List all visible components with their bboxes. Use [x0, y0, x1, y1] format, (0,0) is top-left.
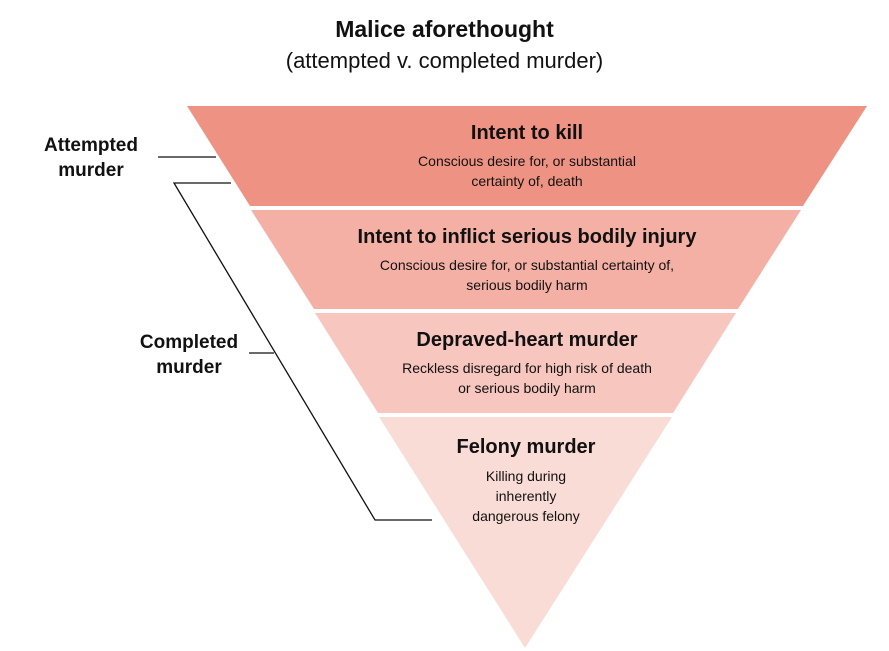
- tier-band-intent-to-kill: [187, 106, 867, 206]
- tier-title-serious-bodily-injury: Intent to inflict serious bodily injury: [357, 226, 697, 248]
- tier-desc-depraved-heart: Reckless disregard for high risk of deat…: [402, 360, 652, 396]
- tier-desc-serious-bodily-injury: Conscious desire for, or substantial cer…: [379, 257, 675, 293]
- diagram-title: Malice aforethought: [335, 16, 554, 42]
- tier-band-depraved-heart: [315, 313, 736, 413]
- diagram-subtitle: (attempted v. completed murder): [285, 48, 604, 73]
- tier-title-felony-murder: Felony murder: [456, 436, 596, 458]
- tier-title-depraved-heart: Depraved-heart murder: [416, 329, 638, 351]
- tier-band-felony-murder: [379, 417, 672, 648]
- completed-bracket-line: [172, 182, 432, 521]
- attempted-murder-label: Attempted murder: [44, 135, 138, 181]
- tier-desc-intent-to-kill: Conscious desire for, or substantial cer…: [418, 153, 636, 189]
- completed-murder-label: Completed murder: [139, 332, 239, 378]
- tier-title-intent-to-kill: Intent to kill: [470, 122, 584, 144]
- tier-desc-felony-murder: Killing during inherently dangerous felo…: [472, 468, 580, 524]
- tier-band-serious-bodily-injury: [251, 210, 801, 309]
